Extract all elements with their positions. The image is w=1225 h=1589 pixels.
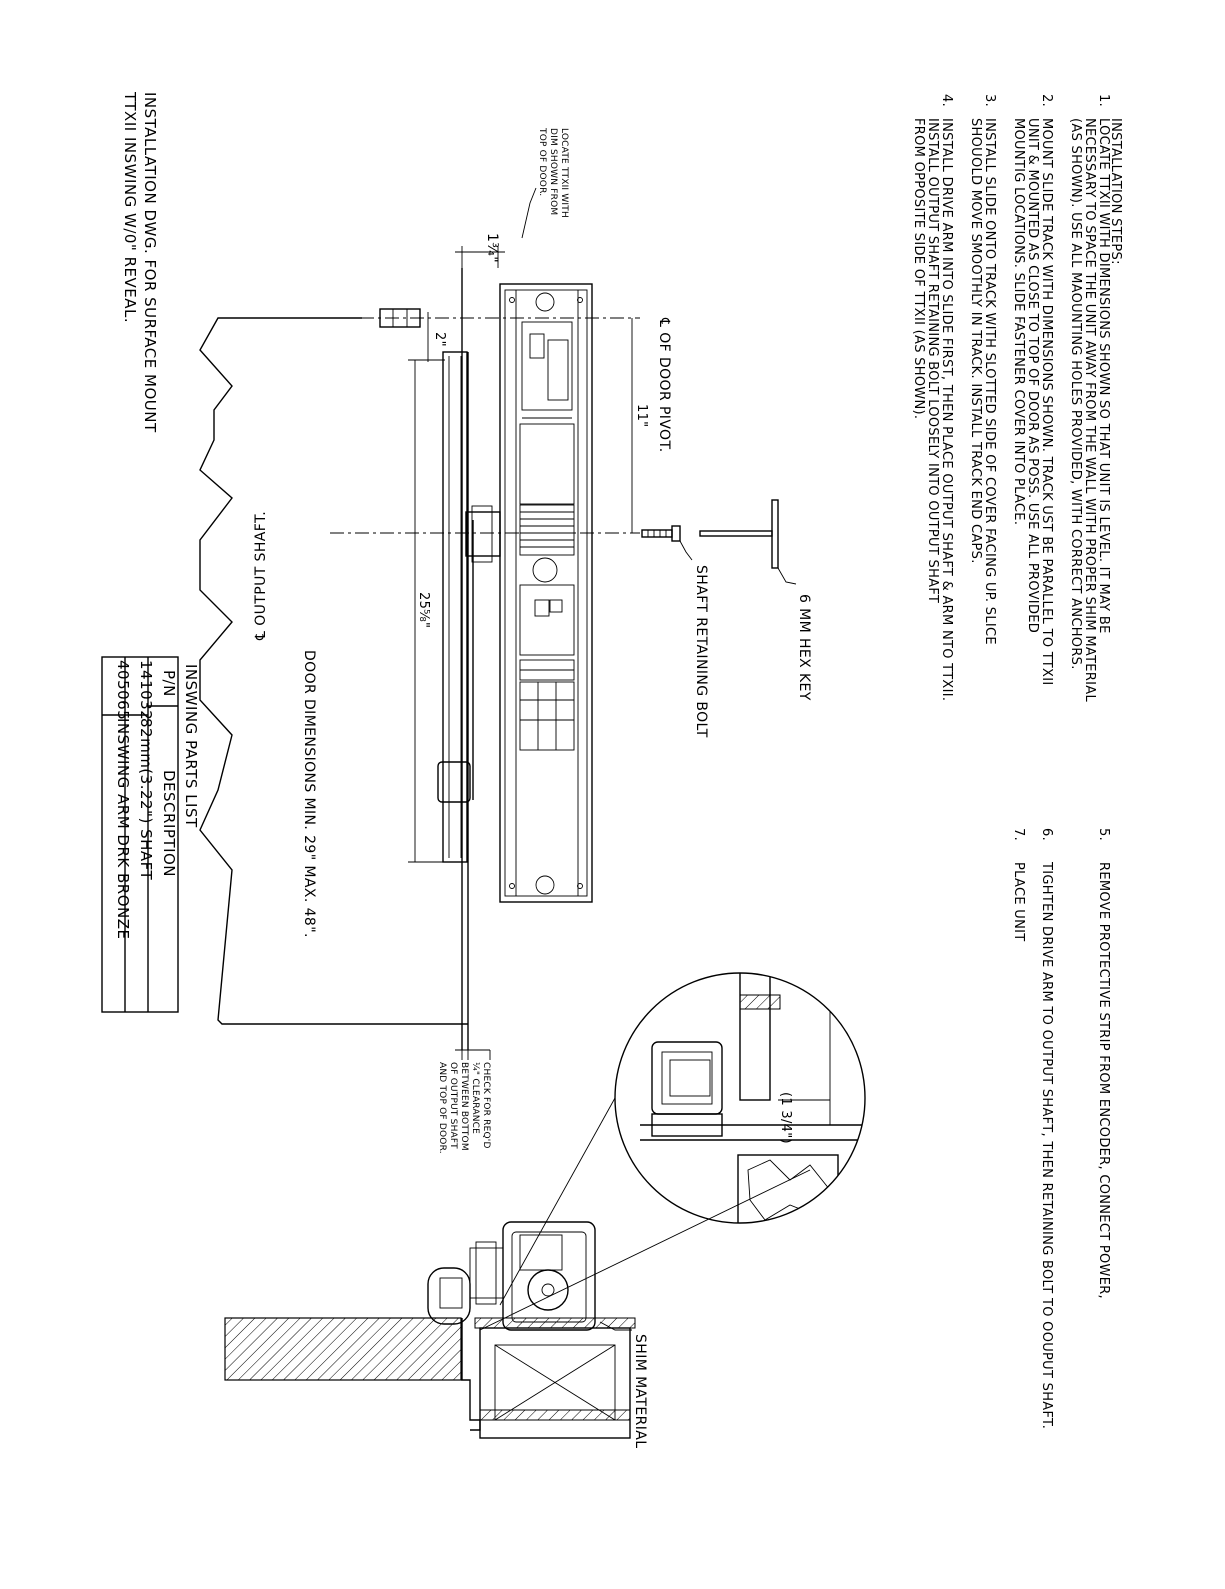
clearance-note: CHECK FOR REQ'D ¼" CLEARANCE BETWEEN BOT… xyxy=(437,1049,491,1154)
dim-top-offset: 1¾" xyxy=(484,233,500,263)
step-1-line-1: LOCATE TTXII WITH DIMENSIONS SHOWN SO TH… xyxy=(1096,118,1111,634)
title-line-1: INSTALLATION DWG. FOR SURFACE MOUNT xyxy=(141,92,159,433)
step-6-line-1: TIGHTEN DRIVE ARM TO OUTPUT SHAFT, THEN … xyxy=(1039,861,1054,1429)
clearance-note-line-3: BETWEEN BOTTOM xyxy=(459,1062,469,1151)
retaining-bolt: SHAFT RETAINING BOLT xyxy=(641,525,709,738)
door-pivot-label: ℄ OF DOOR PIVOT. xyxy=(656,317,672,453)
step-1-line-3: (AS SHOWN). USE ALL MAOUNTING HOLES PROV… xyxy=(1068,118,1083,670)
locate-note-line-2: DIM SHOWN FROM xyxy=(548,128,558,215)
operator-unit xyxy=(465,283,593,903)
top-offset-dimension: 1¾" xyxy=(455,233,505,268)
detail-leader-left xyxy=(499,1097,616,1306)
parts-list-title: INSWING PARTS LIST xyxy=(182,664,200,828)
title-line-2: TTXII INSWING W/0" REVEAL. xyxy=(121,91,139,323)
title-block: INSTALLATION DWG. FOR SURFACE MOUNT TTXI… xyxy=(121,91,159,433)
step-2-number: 2. xyxy=(1039,94,1054,107)
slide-block xyxy=(437,761,471,803)
operator-housing xyxy=(499,283,593,903)
detail-dimension: (1 3/4") xyxy=(778,1092,793,1144)
clearance-note-line-5: AND TOP OF DOOR. xyxy=(437,1062,447,1154)
installation-steps: INSTALLATION STEPS: 1. LOCATE TTXII WITH… xyxy=(911,94,1123,1429)
locate-note-line-3: TOP OF DOOR. xyxy=(537,127,547,196)
step-4-line-2: INSTALL OUTPUT SHAFT RETAINING BOLT LOOS… xyxy=(925,118,940,603)
step-1-line-2: NECESSARY TO SPACE THE UNIT AWAY FROM TH… xyxy=(1082,118,1097,702)
centerlines: ℄ OF DOOR PIVOT. ℄ OUTPUT SHAFT. xyxy=(253,317,672,641)
parts-row-1-pn: 141032 xyxy=(137,660,155,720)
track-offset-dimension: 2" xyxy=(427,312,447,362)
step-3-line-2: SHOUOLD MOVE SMOOTHLY IN TRACK. INSTALL … xyxy=(968,118,983,564)
pivot-to-shaft-dimension: 11" xyxy=(631,318,649,533)
locate-note-line-1: LOCATE TTXII WITH xyxy=(559,128,569,218)
clearance-note-line-1: CHECK FOR REQ'D xyxy=(481,1062,491,1149)
dim-track-length: 25⅝" xyxy=(416,592,431,628)
clearance-note-line-4: OF OUTPUT SHAFT xyxy=(448,1062,458,1149)
clearance-note-line-2: ¼" CLEARANCE xyxy=(470,1062,480,1134)
parts-row-1-description: 82mm(3.22") SHAFT xyxy=(137,718,155,881)
parts-header-pn: P/N xyxy=(160,670,178,697)
operator-section xyxy=(502,1221,596,1331)
shim-material-label: SHIM MATERIAL xyxy=(632,1334,648,1448)
track-length-dimension: 25⅝" xyxy=(408,359,445,863)
detail-view: (1 3/4") xyxy=(479,972,866,1331)
step-3-number: 3. xyxy=(982,94,997,107)
step-2-line-1: MOUNT SLIDE TRACK WITH DIMENSIONS SHOWN.… xyxy=(1039,118,1054,686)
step-4-line-3: FROM OPPOSITE SIDE OF TTXII (AS SHOWN). xyxy=(911,118,926,419)
shim-leader xyxy=(599,1321,632,1331)
parts-row-2-pn: 405065 xyxy=(114,660,132,720)
step-7-line-1: PLACE UNIT xyxy=(1011,862,1026,941)
parts-row-2-description: INSWING ARM DRK BRONZE xyxy=(114,718,132,940)
step-4-line-1: INSTALL DRIVE ARM INTO SLIDE FIRST, THEN… xyxy=(939,118,954,701)
detail-leader-right xyxy=(479,1169,811,1331)
locate-leader xyxy=(521,187,537,239)
section-view: SHIM MATERIAL xyxy=(224,1221,648,1448)
steps-heading: INSTALLATION STEPS: xyxy=(1108,118,1123,265)
output-shaft-label: ℄ OUTPUT SHAFT. xyxy=(253,511,269,641)
step-1-number: 1. xyxy=(1096,94,1111,107)
step-6-number: 6. xyxy=(1039,828,1054,841)
parts-list: INSWING PARTS LIST P/N DESCRIPTION 14103… xyxy=(101,656,200,1013)
door-edge-line xyxy=(199,317,468,1025)
step-3-line-1: INSTALL SLIDE ONTO TRACK WITH SLOTTED SI… xyxy=(982,118,997,645)
slide-track xyxy=(437,351,474,863)
parts-header-description: DESCRIPTION xyxy=(160,770,178,877)
door-dimensions-label: DOOR DIMENSIONS MIN. 29" MAX. 48". xyxy=(301,650,317,938)
pivot-bracket xyxy=(379,308,421,328)
track-body xyxy=(442,351,468,863)
retaining-bolt-label: SHAFT RETAINING BOLT xyxy=(693,565,709,738)
step-2-line-2: UNIT & MOUNTED AS CLOSE TO TOP OF DOOR A… xyxy=(1025,118,1040,633)
dim-pivot-to-shaft: 11" xyxy=(634,404,649,427)
step-4-number: 4. xyxy=(939,94,954,107)
hex-key-label: 6 MM HEX KEY xyxy=(796,594,812,701)
door-outline: DOOR DIMENSIONS MIN. 29" MAX. 48". xyxy=(199,268,469,1050)
hex-key: 6 MM HEX KEY xyxy=(699,499,812,701)
step-5-line-1: REMOVE PROTECTIVE STRIP FROM ENCODER, CO… xyxy=(1096,862,1111,1299)
step-7-number: 7. xyxy=(1011,828,1026,841)
step-2-line-3: MOUNTIG LOCATIONS. SLIDE FASTENER COVER … xyxy=(1011,118,1026,525)
step-5-number: 5. xyxy=(1096,828,1111,841)
wall-section xyxy=(224,1317,462,1381)
locate-note: LOCATE TTXII WITH DIM SHOWN FROM TOP OF … xyxy=(521,127,569,239)
dim-track-offset: 2" xyxy=(432,332,447,347)
